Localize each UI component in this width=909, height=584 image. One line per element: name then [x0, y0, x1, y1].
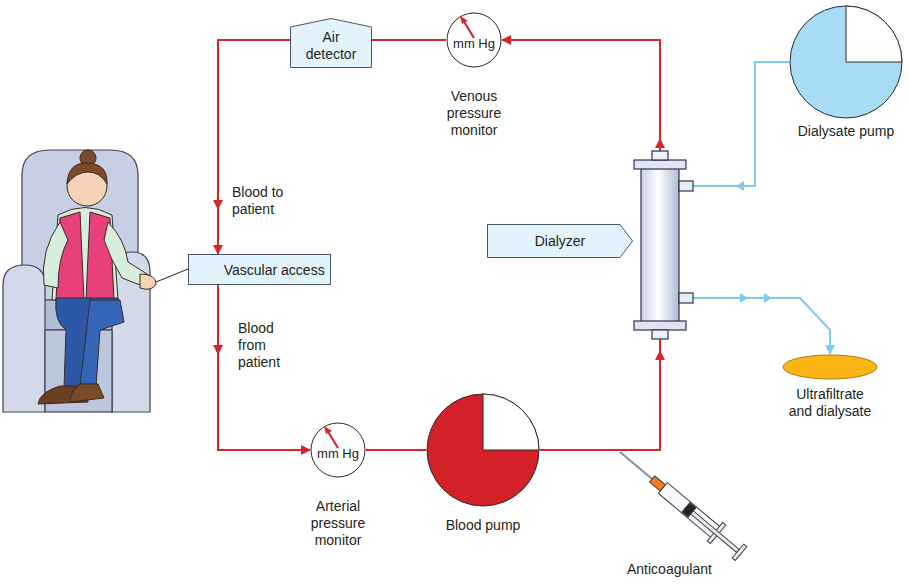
- needle: [620, 452, 652, 479]
- armchair: [3, 150, 150, 412]
- hair: [67, 163, 107, 184]
- pump-node: Dialysate pump: [789, 5, 903, 119]
- dialyzer-nozzle: [652, 330, 668, 339]
- patient: [38, 150, 156, 404]
- flow-arrows: [736, 181, 772, 303]
- gauge-needle: [463, 20, 474, 38]
- dish: [783, 355, 877, 379]
- dialyzer-port: [679, 293, 693, 303]
- gauge-needle-tip: [460, 16, 468, 24]
- blood-line: [372, 39, 446, 41]
- hand: [140, 274, 156, 289]
- dialyzer-port: [679, 181, 693, 191]
- blood-line: [218, 40, 290, 254]
- blood-line: [218, 285, 310, 450]
- node-text: Dialyzer: [524, 233, 597, 250]
- node-outline: [782, 354, 878, 380]
- flow-arrow: [655, 138, 665, 148]
- part-label: Ultrafiltrate and dialysate: [787, 386, 873, 420]
- flow-label: Blood to patient: [232, 184, 298, 218]
- dialyzer-cap: [634, 160, 686, 169]
- gauge-needle-tip: [324, 426, 332, 434]
- pressure-gauge: mm HgVenous pressure monitor: [446, 12, 502, 68]
- flow-arrow: [213, 345, 223, 355]
- node-outline: [426, 392, 540, 508]
- label-box: Dialyzer: [487, 224, 633, 258]
- flow-arrow: [655, 350, 665, 360]
- plunger-rod: [691, 511, 740, 553]
- dialyzer-cap: [634, 321, 686, 330]
- gauge-dial: [311, 423, 365, 477]
- part-label: Dialysate pump: [786, 123, 906, 140]
- label-box: Air detector: [290, 18, 372, 68]
- chair-arm-left: [3, 265, 45, 412]
- node-text: Vascular access: [224, 261, 296, 278]
- pump-rotor: [790, 6, 902, 118]
- gauge-dial: [447, 13, 501, 67]
- arm-left: [43, 222, 68, 288]
- leader-line: [156, 269, 188, 282]
- vest: [56, 212, 114, 300]
- label-box: [189, 255, 331, 285]
- dialyzer-body: [641, 168, 679, 322]
- part-label: Venous pressure monitor: [424, 88, 524, 139]
- jeans-leg: [80, 300, 124, 386]
- syringe: [612, 443, 748, 563]
- pump-sector: [846, 6, 902, 62]
- blood-line: [366, 449, 426, 451]
- node-text: Air detector: [299, 29, 363, 63]
- dialyzer-nozzle: [652, 151, 668, 160]
- pump-rotor: [427, 394, 539, 506]
- flow-arrow: [736, 181, 744, 191]
- flow-arrows: [213, 138, 665, 360]
- pressure-gauge: mm HgArterial pressure monitor: [310, 422, 366, 478]
- flow-arrow: [764, 293, 772, 303]
- node-text: mm Hg: [446, 36, 502, 51]
- flow-arrow: [740, 293, 748, 303]
- label-box: Vascular access: [188, 254, 331, 285]
- flow-label: Blood from patient: [238, 320, 294, 371]
- pump-node: Blood pump: [426, 392, 540, 508]
- collection-dish: Ultrafiltrate and dialysate: [782, 354, 878, 380]
- plunger-cap: [732, 544, 747, 560]
- part-label: Blood pump: [423, 517, 543, 534]
- pointer-box: [488, 225, 633, 258]
- pump-sector: [483, 394, 539, 450]
- house-box: [291, 19, 372, 68]
- shoe: [70, 384, 104, 402]
- node-text: mm Hg: [310, 446, 366, 461]
- dialyzer-cylinder: [634, 151, 693, 339]
- dialysate-line: [670, 62, 830, 354]
- part-label: Arterial pressure monitor: [288, 498, 388, 549]
- gauge-needle: [327, 430, 338, 448]
- flow-arrow: [213, 200, 223, 210]
- part-label: Anticoagulant: [627, 561, 712, 578]
- node-outline: [789, 5, 903, 119]
